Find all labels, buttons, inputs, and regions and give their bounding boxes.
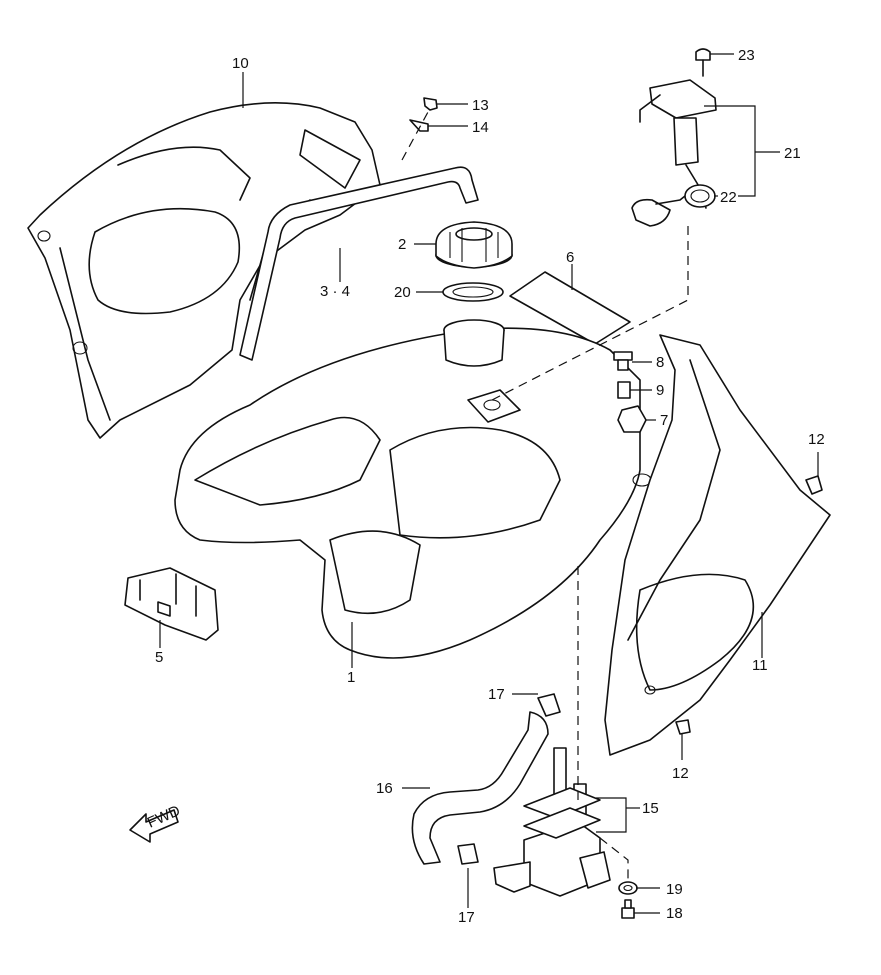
sender-o-ring: [684, 184, 716, 208]
fuel-level-sender: [631, 79, 717, 227]
hose-clamp-upper: [537, 693, 561, 717]
screw-23: [695, 48, 711, 77]
callout-1: 1: [347, 669, 355, 686]
bolt-18: [621, 899, 635, 919]
washer-19: [618, 881, 638, 895]
callout-22: 22: [720, 189, 737, 206]
screw-14: [409, 119, 429, 132]
callout-7: 7: [660, 412, 668, 429]
hose-clamp-lower: [457, 843, 479, 865]
callout-13: 13: [472, 97, 489, 114]
cock-gaskets: [523, 787, 601, 839]
callout-10: 10: [232, 55, 249, 72]
collar-9: [617, 381, 631, 399]
breather-bar: [239, 166, 479, 361]
fuel-cock: [493, 747, 611, 897]
callout-14: 14: [472, 119, 489, 136]
fuel-hose: [411, 711, 549, 865]
callout-16: 16: [376, 780, 393, 797]
clip-13: [423, 97, 438, 111]
left-side-cover: [27, 102, 381, 439]
callout-18: 18: [666, 905, 683, 922]
cap-gasket: [442, 282, 504, 302]
callout-2: 2: [398, 236, 406, 253]
callout-15: 15: [642, 800, 659, 817]
callout-17-lower: 17: [458, 909, 475, 926]
callout-3-4: 3 · 4: [320, 283, 350, 300]
callout-9: 9: [656, 382, 664, 399]
callout-12-upper: 12: [808, 431, 825, 448]
callout-11: 11: [752, 657, 768, 674]
bolt-8: [613, 351, 633, 371]
callout-12-lower: 12: [672, 765, 689, 782]
callout-20: 20: [394, 284, 411, 301]
forward-arrow-icon: FWD: [129, 802, 183, 843]
callout-19: 19: [666, 881, 683, 898]
right-side-cover: [604, 334, 831, 756]
cushion-7: [617, 405, 647, 433]
callout-21: 21: [784, 145, 801, 162]
callout-23: 23: [738, 47, 755, 64]
tank-pad: [509, 271, 631, 345]
screw-12-upper: [805, 475, 823, 495]
fuel-cap: [435, 221, 513, 269]
callout-8: 8: [656, 354, 664, 371]
tank-bracket: [124, 567, 219, 641]
fuel-tank: [174, 319, 652, 659]
callout-6: 6: [566, 249, 574, 266]
leader-lines: [159, 53, 819, 914]
callout-17-upper: 17: [488, 686, 505, 703]
callout-5: 5: [155, 649, 163, 666]
screw-12-lower: [675, 719, 691, 735]
